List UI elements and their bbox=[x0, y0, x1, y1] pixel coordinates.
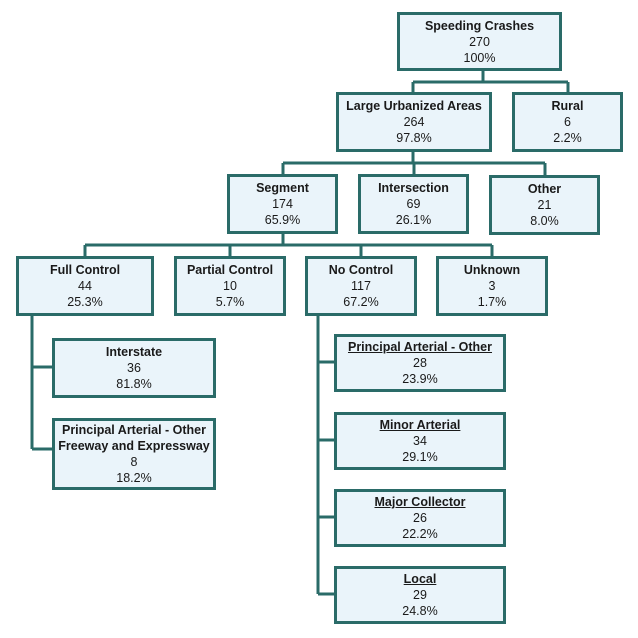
node-title-line-2: Freeway and Expressway bbox=[58, 439, 210, 453]
node-principal-arterial-freeway: Principal Arterial - Other Freeway and E… bbox=[52, 418, 216, 490]
node-count: 69 bbox=[406, 197, 421, 211]
node-no-control: No Control 117 67.2% bbox=[305, 256, 417, 316]
node-percent: 81.8% bbox=[116, 377, 152, 391]
node-count: 264 bbox=[403, 115, 425, 129]
node-title-line-1: Principal Arterial - Other bbox=[61, 423, 207, 437]
node-title: Intersection bbox=[378, 181, 449, 195]
node-count: 28 bbox=[413, 356, 427, 370]
node-title: Partial Control bbox=[186, 263, 274, 277]
node-count: 117 bbox=[351, 279, 371, 293]
node-percent: 5.7% bbox=[215, 295, 245, 309]
node-full-control: Full Control 44 25.3% bbox=[16, 256, 154, 316]
node-percent: 8.0% bbox=[530, 214, 559, 228]
node-title: Local bbox=[403, 572, 437, 586]
node-title: No Control bbox=[328, 263, 394, 277]
node-count: 29 bbox=[413, 588, 427, 602]
node-major-collector: Major Collector 26 22.2% bbox=[334, 489, 506, 547]
node-count: 6 bbox=[564, 115, 571, 129]
node-title: Other bbox=[527, 182, 562, 196]
node-title: Unknown bbox=[463, 263, 521, 277]
node-percent: 65.9% bbox=[264, 213, 301, 227]
node-rural: Rural 6 2.2% bbox=[512, 92, 623, 152]
node-title: Speeding Crashes bbox=[424, 18, 535, 33]
node-percent: 23.9% bbox=[402, 372, 438, 386]
node-title: Principal Arterial - Other bbox=[347, 340, 493, 354]
node-partial-control: Partial Control 10 5.7% bbox=[174, 256, 286, 316]
node-percent: 1.7% bbox=[477, 295, 507, 309]
node-percent: 18.2% bbox=[116, 471, 152, 485]
node-percent: 24.8% bbox=[402, 604, 438, 618]
node-count: 10 bbox=[223, 279, 237, 293]
node-percent: 67.2% bbox=[343, 295, 379, 309]
node-title: Major Collector bbox=[374, 495, 466, 509]
node-percent: 22.2% bbox=[402, 527, 438, 541]
node-title: Minor Arterial bbox=[379, 418, 461, 432]
node-percent: 100% bbox=[463, 50, 496, 65]
node-minor-arterial: Minor Arterial 34 29.1% bbox=[334, 412, 506, 470]
node-count: 44 bbox=[78, 279, 92, 293]
node-count: 26 bbox=[413, 511, 427, 525]
node-title: Segment bbox=[256, 181, 309, 195]
node-other: Other 21 8.0% bbox=[489, 175, 600, 235]
node-percent: 97.8% bbox=[396, 131, 432, 145]
node-count: 34 bbox=[413, 434, 427, 448]
node-title: Rural bbox=[551, 99, 584, 113]
node-title: Full Control bbox=[49, 263, 121, 277]
node-percent: 25.3% bbox=[67, 295, 103, 309]
node-percent: 26.1% bbox=[395, 213, 432, 227]
node-unknown: Unknown 3 1.7% bbox=[436, 256, 548, 316]
node-count: 8 bbox=[130, 455, 138, 469]
node-intersection: Intersection 69 26.1% bbox=[358, 174, 469, 234]
node-count: 3 bbox=[488, 279, 496, 293]
node-count: 21 bbox=[537, 198, 552, 212]
node-percent: 29.1% bbox=[402, 450, 438, 464]
node-local: Local 29 24.8% bbox=[334, 566, 506, 624]
node-principal-arterial-other: Principal Arterial - Other 28 23.9% bbox=[334, 334, 506, 392]
node-count: 36 bbox=[127, 361, 141, 375]
node-count: 174 bbox=[272, 197, 293, 211]
node-segment: Segment 174 65.9% bbox=[227, 174, 338, 234]
node-large-urbanized-areas: Large Urbanized Areas 264 97.8% bbox=[336, 92, 492, 152]
node-percent: 2.2% bbox=[553, 131, 582, 145]
node-title: Large Urbanized Areas bbox=[346, 99, 482, 113]
node-speeding-crashes: Speeding Crashes 270 100% bbox=[397, 12, 562, 71]
node-count: 270 bbox=[469, 34, 490, 49]
node-title: Interstate bbox=[105, 345, 163, 359]
node-interstate: Interstate 36 81.8% bbox=[52, 338, 216, 398]
